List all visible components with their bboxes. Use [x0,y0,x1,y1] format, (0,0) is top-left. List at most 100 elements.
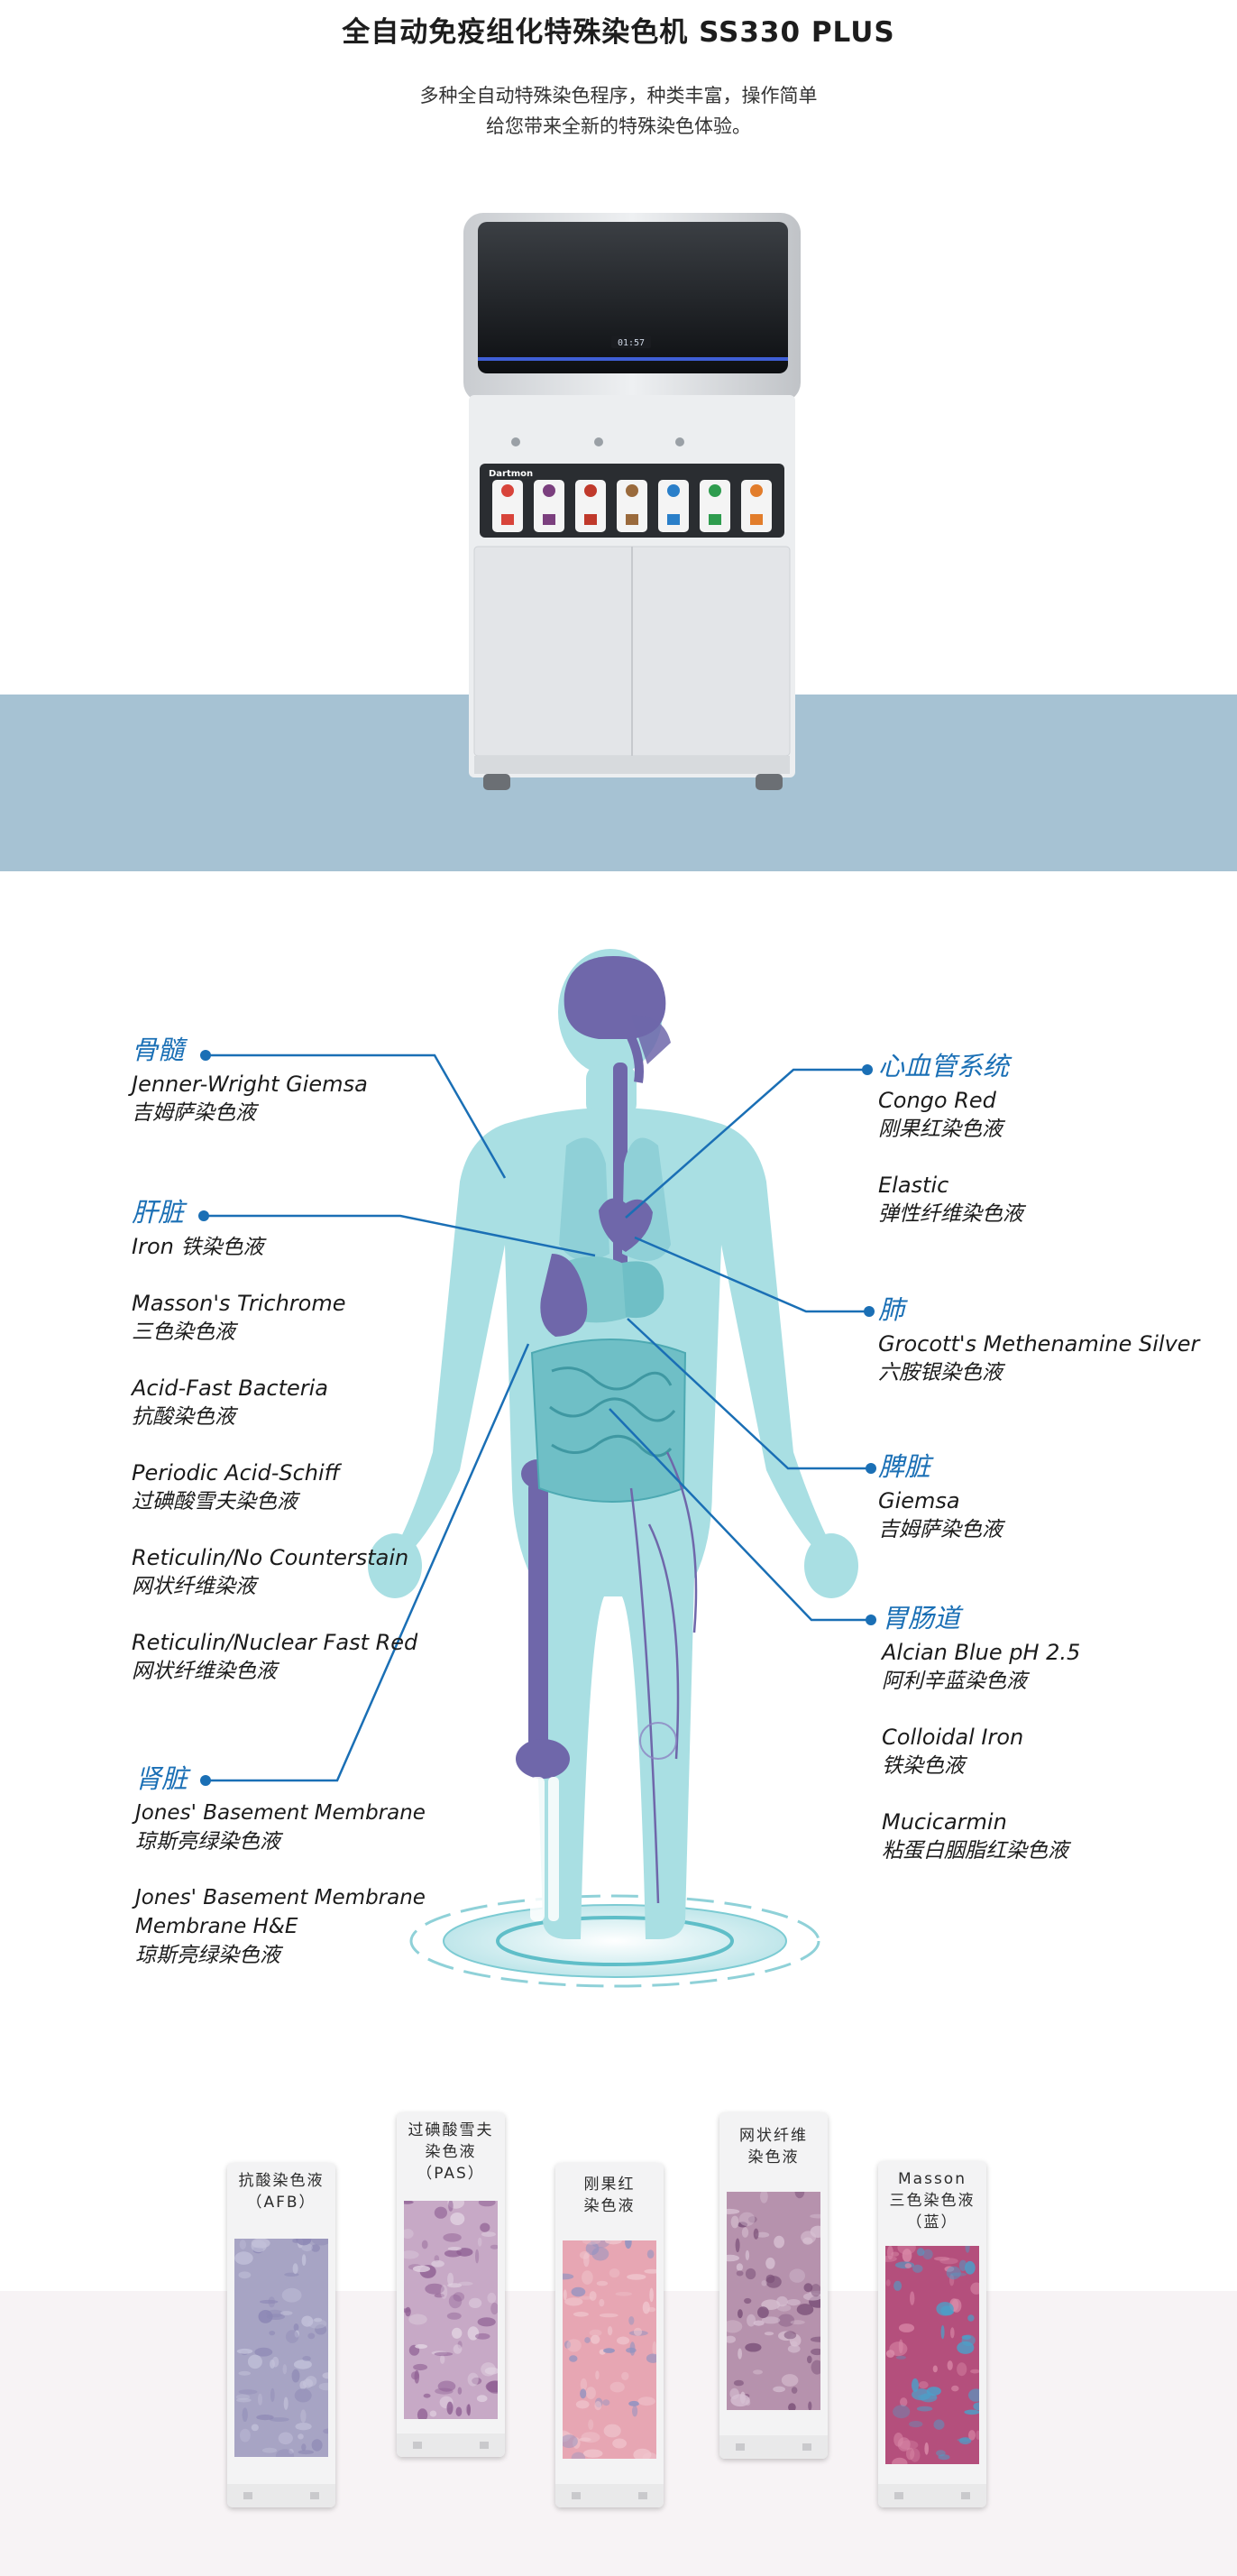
tissue-cell [467,2372,479,2387]
stain-cn: 铁染色液 [882,1754,965,1778]
tissue-cell [968,2430,976,2441]
tissue-cell [408,2314,427,2325]
tissue-cell [301,2254,307,2266]
tissue-cell [744,2297,752,2305]
stain-en: Masson's Trichrome [132,1291,346,1316]
tissue-cell [647,2306,656,2313]
tissue-cell [809,2290,820,2295]
tissue-image [885,2246,979,2464]
reagent-cap [543,484,555,497]
tissue-cell [950,2327,955,2339]
tissue-cell [579,2250,591,2259]
tissue-cell [404,2229,414,2239]
reagent-cap [750,484,763,497]
tissue-cell [646,2249,655,2259]
tissue-cell [293,2360,312,2369]
tissue-cell [781,2374,799,2387]
stain-en: Periodic Acid-Schiff [132,1460,340,1486]
tissue-cell [254,2347,273,2357]
tissue-cell [894,2261,915,2269]
tissue-cell [421,2240,428,2249]
tissue-cell [893,2280,903,2291]
tissue-cell [909,2421,923,2428]
tissue-cell [481,2362,496,2377]
organ-label-cardiovascular: 心血管系统 [878,1051,1010,1081]
tissue-cell [311,2439,323,2452]
tissue-cell [434,2351,454,2357]
tissue-cell [481,2231,496,2237]
tissue-cell [301,2315,314,2327]
tissue-cell [275,2449,295,2457]
tissue-cell [642,2301,650,2314]
tissue-cell [628,2400,639,2406]
tissue-cell [458,2281,473,2286]
tissue-cell [970,2282,979,2295]
tissue-cell [765,2257,775,2269]
organ-label-kidney: 肾脏 [135,1763,188,1794]
tissue-cell [242,2407,248,2422]
tissue-cell [301,2443,307,2452]
tissue-cell [727,2208,740,2214]
tissue-image [404,2201,498,2419]
tissue-cell [644,2268,656,2274]
tissue-cell [733,2379,744,2387]
tissue-cell [490,2302,498,2315]
tissue-cell [958,2437,972,2445]
tissue-cell [582,2449,603,2458]
tissue-cell [446,2401,454,2415]
slides-section: 抗酸染色液 （AFB） 过碘酸雪夫 染色液 （PAS） 刚果红 染色液 网状纤维… [0,2065,1237,2576]
tissue-cell [727,2254,739,2262]
tissue-cell [777,2314,795,2327]
tissue-cell [280,2311,293,2315]
tissue-cell [756,2231,770,2238]
organ-block-lung: 肺 Grocott's Methenamine Silver 六胺银染色液 [878,1293,1199,1387]
tissue-cell [318,2382,328,2391]
tissue-cell [584,2337,591,2343]
tissue-cell [589,2291,597,2301]
tissue-cell [289,2449,294,2454]
tissue-cell [912,2378,919,2392]
tissue-cell [425,2283,444,2295]
tissue-cell [431,2260,444,2268]
tissue-cell [582,2240,601,2245]
tissue-cell [745,2268,756,2280]
tissue-cell [478,2201,496,2207]
tissue-cell [801,2231,817,2244]
stainer-machine-image: 01:57 Dartmon [463,213,801,790]
tissue-cell [939,2258,958,2265]
tissue-cell [603,2424,621,2438]
tissue-cell [575,2400,590,2409]
slide-reticulin: 网状纤维 染色液 [719,2112,828,2459]
stain-en: Jones' Basement Membrane [135,1801,426,1825]
tissue-cell [916,2406,933,2412]
tissue-cell [753,2320,765,2326]
tissue-cell [417,2408,428,2419]
tissue-cell [291,2369,300,2383]
tissue-cell [736,2270,744,2277]
tissue-cell [293,2323,299,2332]
tissue-cell [278,2432,293,2445]
tissue-cell [898,2339,903,2354]
stain-cn: 抗酸染色液 [132,1405,235,1429]
tissue-cell [621,2371,629,2380]
tissue-cell [652,2341,656,2356]
reagent-label [667,514,680,525]
tissue-cell [240,2428,251,2443]
tissue-cell [446,2312,462,2320]
tissue-cell [281,2287,302,2303]
tissue-cell [447,2247,462,2251]
stain-en: Acid-Fast Bacteria [132,1375,329,1401]
tissue-image [234,2239,328,2457]
tissue-cell [311,2244,320,2252]
tissue-cell [811,2284,820,2297]
stain-en: Reticulin/Nuclear Fast Red [132,1630,418,1655]
tissue-cell [247,2354,262,2369]
tissue-cell [626,2347,637,2353]
tissue-cell [323,2428,328,2434]
tissue-cell [582,2270,593,2285]
tissue-cell [448,2294,463,2309]
tissue-cell [918,2381,929,2389]
stain-en: Colloidal Iron [882,1725,1024,1750]
tissue-cell [484,2367,498,2375]
tissue-cell [612,2438,627,2449]
